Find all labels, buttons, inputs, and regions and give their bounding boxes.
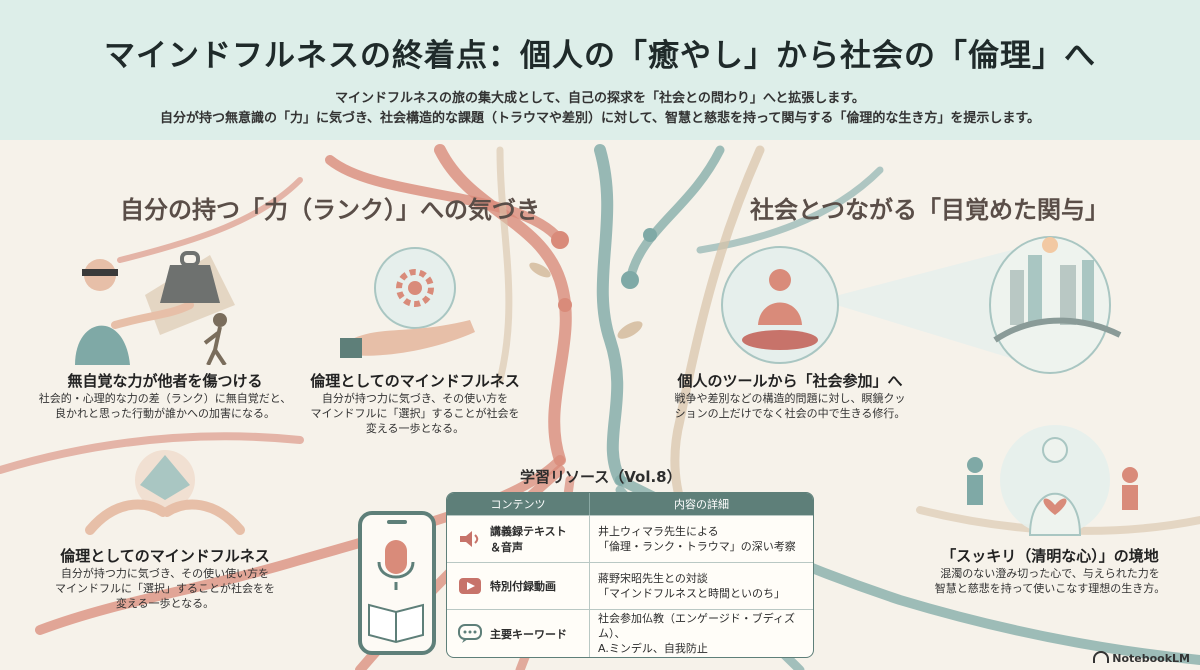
resource-label-2[interactable]: 特別付録動画 — [490, 580, 556, 593]
right-card-2-text-line-1: 混濁のない澄み切った心で、与えられた力を — [940, 567, 1160, 580]
left-card-2-text: 自分が持つ力に気づき、その使い方を マインドフルに「選択」することが社会を 変え… — [290, 391, 540, 436]
notebooklm-brand: NotebookLM — [1093, 651, 1190, 665]
left-card-2-title: 倫理としてのマインドフルネス — [310, 372, 520, 390]
resources-header-row: コンテンツ 内容の詳細 — [447, 493, 813, 515]
left-card-3-text: 自分が持つ力に気づき、その使い使い方を マインドフルに「選択」することが社会をを… — [40, 566, 290, 611]
resource-detail-2: 蔣野宋昭先生との対談 「マインドフルネスと時間といのち」 — [590, 562, 813, 609]
clear-mind-person-illustration — [967, 425, 1138, 536]
resource-label-1-line-2: ＆音声 — [490, 541, 523, 554]
right-card-1-text-line-1: 戦争や差別などの構造的問題に対し、瞑鏡クッ — [674, 392, 906, 405]
left-card-2-text-line-3: 変える一歩となる。 — [365, 422, 465, 435]
resource-detail-3-line-1: 社会参加仏教（エンゲージド・ブディズム）、 — [598, 612, 796, 640]
left-card-3-title: 倫理としてのマインドフルネス — [60, 547, 270, 565]
left-card-3-text-line-2: マインドフルに「選択」することが社会をを — [55, 582, 275, 595]
left-card-2-text-line-2: マインドフルに「選択」することが社会を — [310, 407, 520, 420]
brand-label: NotebookLM — [1112, 652, 1190, 665]
smartphone-illustration — [358, 511, 436, 655]
col-header-detail: 内容の詳細 — [590, 493, 813, 515]
right-card-1-text: 戦争や差別などの構造的問題に対し、瞑鏡クッ ションの上だけでなく社会の中で生きる… — [650, 391, 930, 421]
resource-detail-3: 社会参加仏教（エンゲージド・ブディズム）、 A.ミンデル、自我防止 — [590, 609, 813, 657]
speaker-icon — [458, 528, 482, 550]
right-card-2-title: 「スッキリ（清明な心）」の境地 — [941, 547, 1159, 565]
resource-label-1-line-1: 講義録テキスト — [490, 525, 567, 538]
table-row: 講義録テキスト ＆音声 井上ウィマラ先生による 「倫理・ランク・トラウマ」の深い… — [447, 515, 813, 562]
resources-title: 学習リソース（Vol.8） — [520, 468, 682, 486]
page-title: マインドフルネスの終着点：個人の「癒やし」から社会の「倫理」へ — [104, 38, 1096, 74]
header-banner — [0, 0, 1200, 140]
right-section-title: 社会とつながる「目覚めた関与」 — [750, 196, 1110, 224]
right-card-2-text-line-2: 智慧と慈悲を持って使いこなす理想の生き方。 — [934, 582, 1166, 595]
hands-holding-light-illustration — [85, 450, 245, 535]
resource-detail-2-line-2: 「マインドフルネスと時間といのち」 — [598, 587, 785, 600]
resource-detail-1: 井上ウィマラ先生による 「倫理・ランク・トラウマ」の深い考察 — [590, 515, 813, 562]
right-card-2-text: 混濁のない澄み切った心で、与えられた力を 智慧と慈悲を持って使いこなす理想の生き… — [920, 566, 1180, 596]
video-play-icon — [458, 575, 482, 597]
left-card-1-title: 無自覚な力が他者を傷つける — [67, 372, 263, 390]
col-header-content: コンテンツ — [447, 493, 590, 515]
resources-table: コンテンツ 内容の詳細 講義録テキスト ＆音声 井上ウィマラ先生による 「倫理・… — [446, 492, 814, 658]
left-card-3-text-line-3: 変える一歩となる。 — [115, 597, 215, 610]
resource-label-3[interactable]: 主要キーワード — [490, 627, 567, 641]
meditation-to-society-illustration — [721, 236, 1122, 374]
table-row: 特別付録動画 蔣野宋昭先生との対談 「マインドフルネスと時間といのち」 — [447, 562, 813, 609]
left-card-1-text: 社会的・心理的な力の差（ランク）に無自覚だと、 良かれと思った行動が誰かへの加害… — [30, 391, 300, 421]
resource-label-1[interactable]: 講義録テキスト ＆音声 — [490, 523, 567, 555]
right-card-1-text-line-2: ションの上だけでなく社会の中で生きる修行。 — [674, 407, 906, 420]
left-card-2-text-line-1: 自分が持つ力に気づき、その使い方を — [321, 392, 509, 405]
subtitle-line-1: マインドフルネスの旅の集大成として、自己の探求を「社会との問わり」へと拡張します… — [335, 91, 865, 106]
table-row: 主要キーワード 社会参加仏教（エンゲージド・ブディズム）、 A.ミンデル、自我防… — [447, 609, 813, 657]
resource-detail-3-line-2: A.ミンデル、自我防止 — [598, 642, 708, 655]
chat-bubble-icon — [458, 623, 482, 645]
resource-detail-1-line-2: 「倫理・ランク・トラウマ」の深い考察 — [598, 540, 796, 553]
person-holding-weight-illustration — [75, 251, 235, 365]
subtitle-line-2: 自分が持つ無意識の「力」に気づき、社会構造的な課題（トラウマや差別）に対して、智… — [159, 111, 1041, 126]
resource-detail-1-line-1: 井上ウィマラ先生による — [598, 525, 719, 538]
notebooklm-logo-icon — [1093, 651, 1110, 663]
left-card-3-text-line-1: 自分が持つ力に気づき、その使い使い方を — [60, 567, 270, 580]
left-card-1-text-line-1: 社会的・心理的な力の差（ランク）に無自覚だと、 — [38, 392, 292, 405]
hand-holding-gear-illustration — [340, 247, 475, 358]
left-section-title: 自分の持つ「力（ランク）」への気づき — [120, 196, 540, 224]
resource-detail-2-line-1: 蔣野宋昭先生との対談 — [598, 572, 708, 585]
right-card-1-title: 個人のツールから「社会参加」へ — [677, 372, 903, 390]
left-card-1-text-line-2: 良かれと思った行動が誰かへの加害になる。 — [55, 407, 275, 420]
